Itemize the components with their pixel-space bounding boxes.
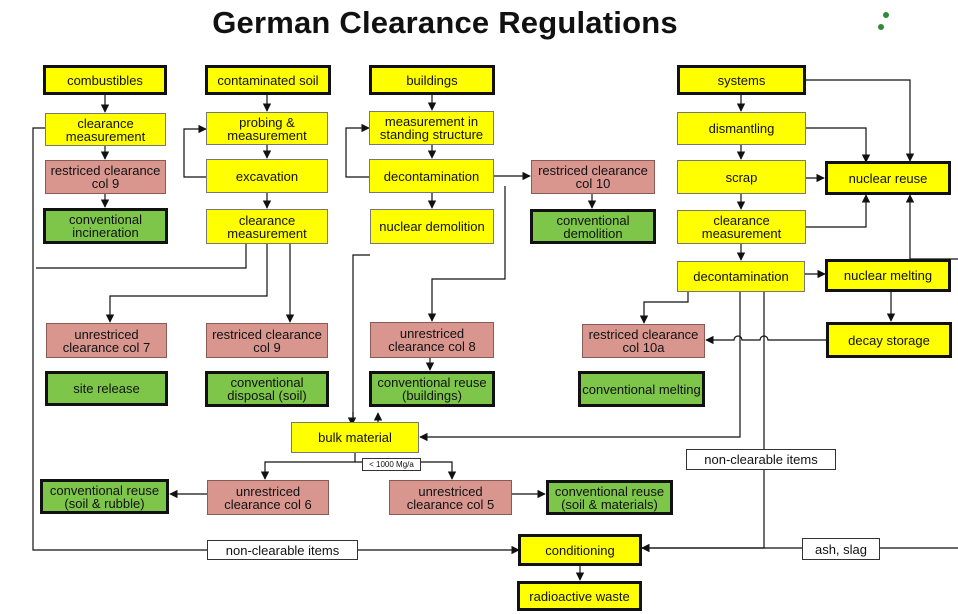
node-conventional-reuse-soil-rubble: conventional reuse (soil & rubble) <box>40 479 169 514</box>
node-site-release: site release <box>45 371 168 406</box>
two-dot-logo <box>878 12 889 30</box>
node-clearance-measurement: clearance measurement <box>206 209 328 244</box>
node-measurement-standing-structure: measurement in standing structure <box>369 111 494 145</box>
node-dismantling: dismantling <box>677 112 806 145</box>
node-conventional-reuse-buildings: conventional reuse (buildings) <box>369 371 495 407</box>
edge <box>427 186 506 322</box>
node-bulk-material: bulk material <box>291 422 419 453</box>
label-non-clearable-items: non-clearable items <box>207 540 358 560</box>
threshold-label: < 1000 Mg/a <box>362 458 421 471</box>
edge <box>639 292 689 324</box>
node-conventional-incineration: conventional incineration <box>43 208 168 244</box>
node-restricted-clearance-col-10: restriced clearance col 10 <box>531 160 655 194</box>
node-radioactive-waste: radioactive waste <box>517 581 642 611</box>
node-nuclear-demolition: nuclear demolition <box>370 209 494 244</box>
node-contaminated-soil: contaminated soil <box>205 65 331 95</box>
node-unrestricted-clearance-col-6: unrestriced clearance col 6 <box>207 480 329 515</box>
node-scrap: scrap <box>677 160 806 194</box>
node-unrestricted-clearance-col-5: unrestriced clearance col 5 <box>389 480 512 515</box>
edge <box>345 123 370 178</box>
node-unrestricted-clearance-col-7: unrestriced clearance col 7 <box>46 323 167 358</box>
node-conventional-reuse-soil-materials: conventional reuse (soil & materials) <box>546 480 673 515</box>
node-unrestricted-clearance-col-8: unrestriced clearance col 8 <box>370 322 494 358</box>
edge <box>419 292 741 442</box>
edge <box>806 79 915 162</box>
node-conditioning: conditioning <box>518 534 642 566</box>
node-probing-measurement: probing & measurement <box>206 112 328 145</box>
edge <box>183 124 207 178</box>
node-decontamination: decontamination <box>677 261 805 292</box>
edge <box>260 452 356 480</box>
node-decontamination: decontamination <box>369 159 494 193</box>
edge <box>36 244 247 269</box>
label-non-clearable-items: non-clearable items <box>686 449 836 470</box>
node-clearance-measurement: clearance measurement <box>45 113 166 146</box>
node-conventional-melting: conventional melting <box>578 371 705 407</box>
node-nuclear-reuse: nuclear reuse <box>825 161 951 195</box>
node-excavation: excavation <box>206 159 328 193</box>
node-combustibles: combustibles <box>43 65 167 95</box>
node-buildings: buildings <box>369 65 495 95</box>
node-restricted-clearance-col-9: restriced clearance col 9 <box>206 323 328 358</box>
page-title: German Clearance Regulations <box>212 5 678 40</box>
node-restricted-clearance-col-9: restriced clearance col 9 <box>45 160 166 194</box>
edge <box>806 127 871 163</box>
edge <box>105 244 268 323</box>
label-ash-slag: ash, slag <box>802 538 880 560</box>
node-nuclear-melting: nuclear melting <box>825 259 951 292</box>
node-conventional-demolition: conventional demolition <box>530 209 656 244</box>
node-clearance-measurement: clearance measurement <box>677 210 806 244</box>
node-restricted-clearance-col-10a: restriced clearance col 10a <box>582 324 705 358</box>
edge <box>705 335 826 345</box>
node-decay-storage: decay storage <box>826 322 952 358</box>
node-systems: systems <box>677 65 806 95</box>
node-conventional-disposal-soil: conventional disposal (soil) <box>205 371 329 407</box>
edge <box>806 194 871 228</box>
